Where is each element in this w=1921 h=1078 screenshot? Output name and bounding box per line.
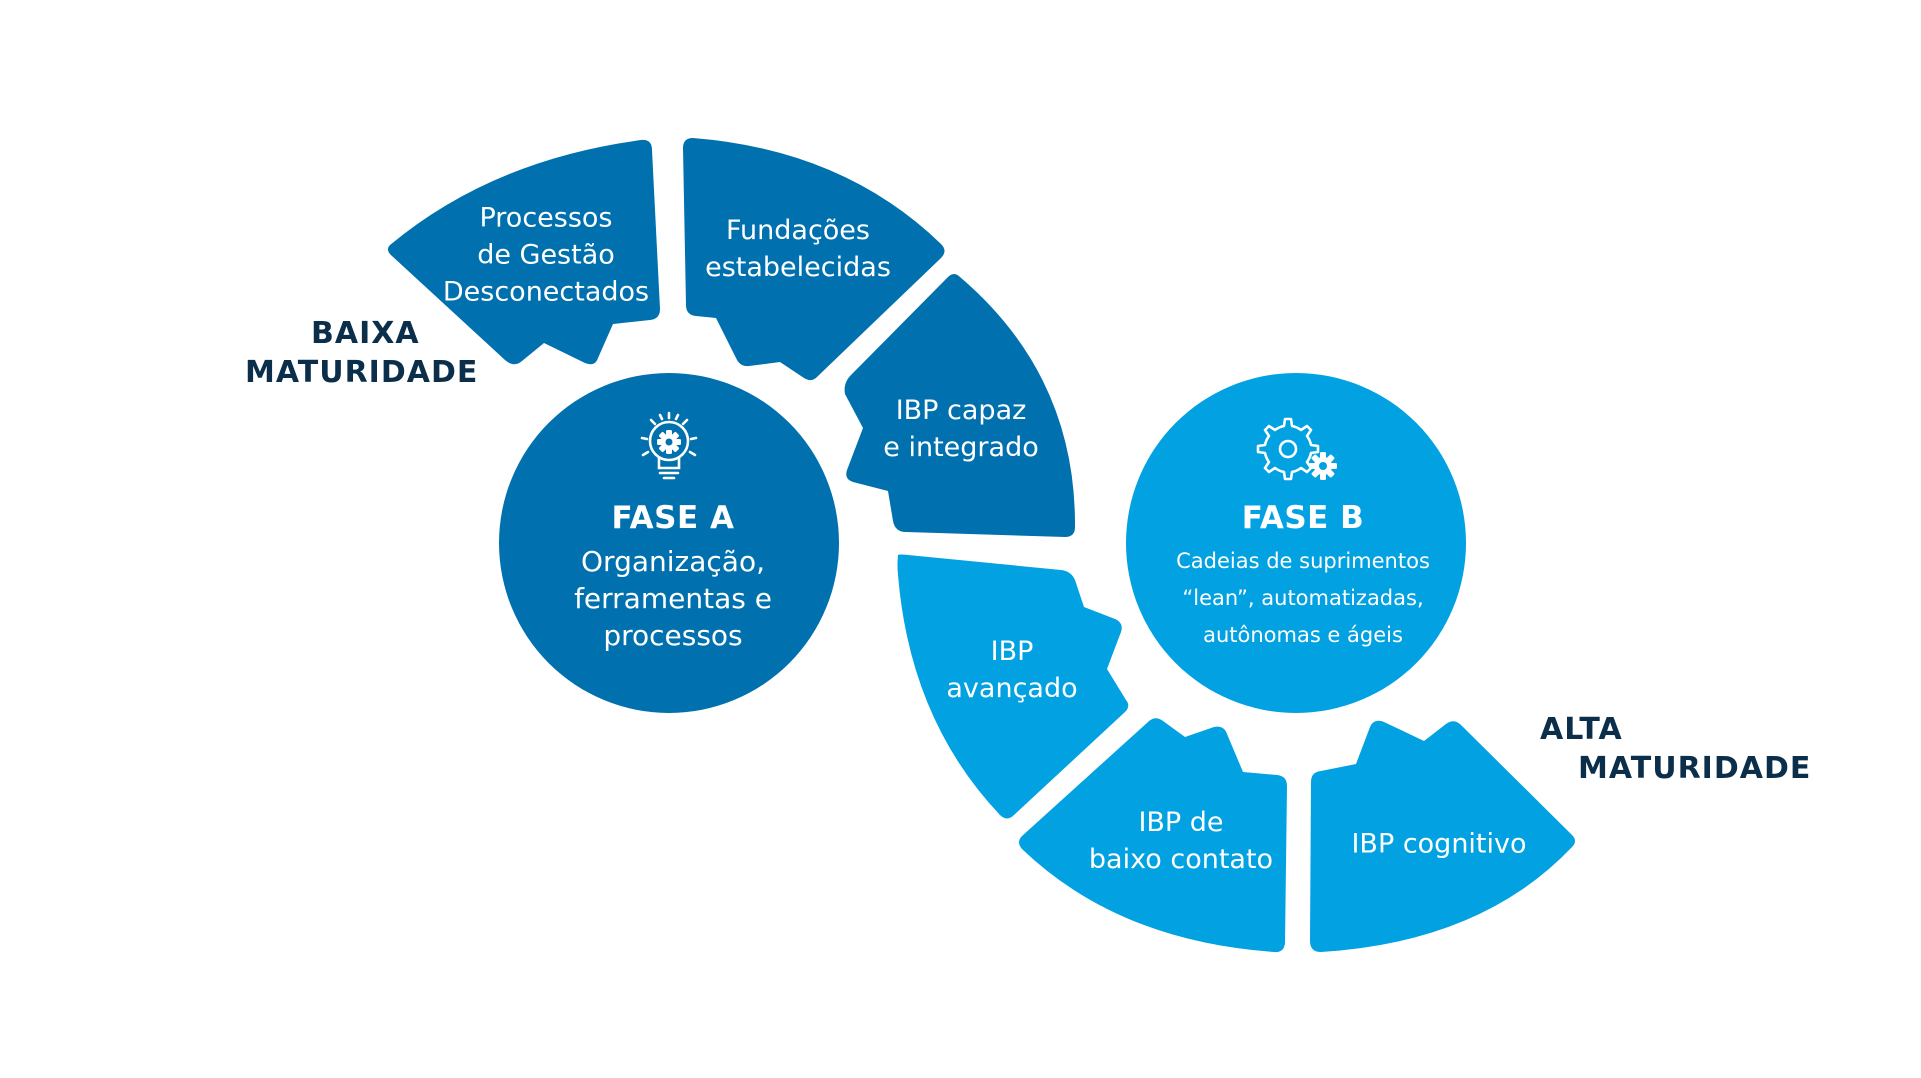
segment-fundacoes (683, 138, 945, 381)
segment-ibp-baixo-contato (1019, 718, 1287, 953)
segment-fundacoes-line-2: estabelecidas (705, 252, 891, 283)
low-maturity-line-1: BAIXA (311, 316, 420, 351)
phase-a-body-line-3: processos (603, 619, 743, 652)
phase-a-body: Organização, ferramentas e processos (574, 543, 772, 654)
segment-ibp-baixo-contato-text: IBP de baixo contato (1089, 804, 1273, 878)
low-maturity-label: BAIXA MATURIDADE (245, 314, 478, 392)
lightbulb-gear-icon (640, 411, 698, 480)
segment-processos-desconectados (387, 139, 660, 365)
segment-fundacoes-text: Fundações estabelecidas (705, 212, 891, 286)
segment-ibp-capaz-line-2: e integrado (883, 432, 1039, 463)
phase-b-circle (1126, 373, 1466, 713)
segment-ibp-avancado-text: IBP avançado (946, 633, 1077, 707)
low-maturity-line-2: MATURIDADE (245, 355, 479, 390)
phase-b-body: Cadeias de suprimentos “lean”, automatiz… (1176, 543, 1430, 654)
phase-a-circle (499, 373, 839, 713)
gears-icon (1256, 417, 1337, 481)
phase-b-body-line-2: “lean”, automatizadas, (1182, 586, 1424, 610)
segment-ibp-capaz-line-1: IBP capaz (895, 395, 1027, 426)
segment-processos-line-2: de Gestão (477, 239, 615, 271)
segment-fundacoes-line-1: Fundações (725, 215, 870, 246)
segment-ibp-capaz (844, 274, 1076, 537)
high-maturity-line-1: ALTA (1540, 712, 1623, 747)
segment-ibp-cognitivo-text: IBP cognitivo (1351, 826, 1526, 863)
segment-ibp-cognitivo-line-1: IBP cognitivo (1351, 828, 1527, 860)
segment-processos-text: Processos de Gestão Desconectados (443, 200, 649, 311)
phase-b-body-line-3: autônomas e ágeis (1203, 623, 1403, 647)
segment-ibp-avancado-line-2: avançado (946, 673, 1078, 704)
segment-ibp-baixo-contato-line-1: IBP de (1138, 807, 1224, 838)
segment-ibp-avancado (897, 554, 1129, 819)
segment-ibp-avancado-line-1: IBP (990, 636, 1034, 667)
high-maturity-line-2: MATURIDADE (1578, 751, 1812, 786)
segment-processos-line-1: Processos (479, 202, 613, 234)
segment-processos-line-3: Desconectados (442, 276, 650, 308)
phase-a-title: FASE A (611, 500, 735, 536)
phase-a-body-line-2: ferramentas e (574, 582, 772, 615)
high-maturity-label: ALTA MATURIDADE (1540, 710, 1811, 788)
segment-ibp-cognitivo (1310, 720, 1575, 952)
lightbulb-gear-center (657, 430, 681, 454)
segment-ibp-capaz-text: IBP capaz e integrado (883, 392, 1038, 466)
phase-b-body-line-1: Cadeias de suprimentos (1176, 549, 1430, 573)
phase-b-title: FASE B (1241, 500, 1365, 536)
segment-ibp-baixo-contato-line-2: baixo contato (1088, 844, 1274, 875)
phase-a-body-line-1: Organização, (581, 545, 765, 578)
